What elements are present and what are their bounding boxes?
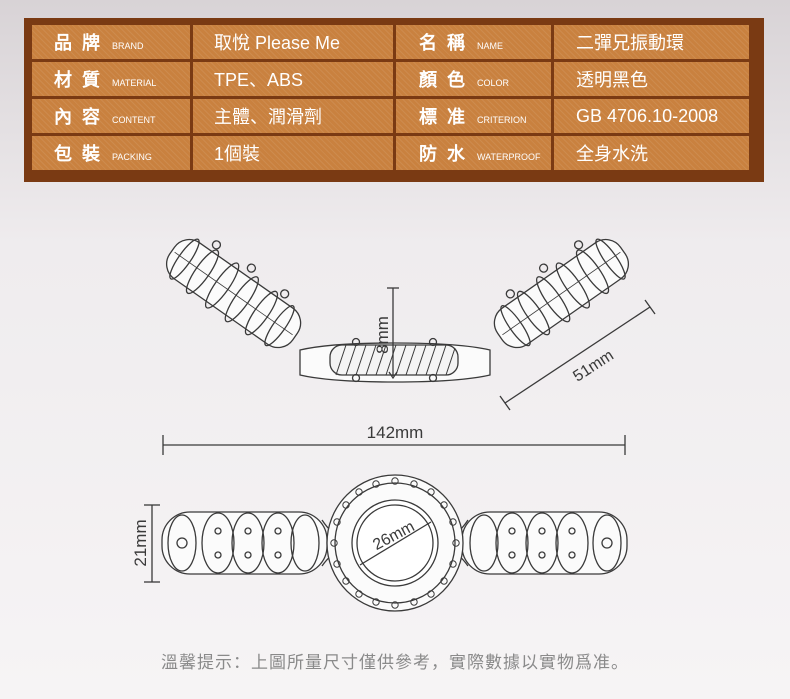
- side-view: 8mm 51mm: [165, 238, 656, 411]
- dim-height-label: 21mm: [131, 519, 150, 566]
- spec-value-brand: 取悅 Please Me: [193, 25, 393, 59]
- spec-value-criterion: GB 4706.10-2008: [554, 99, 749, 133]
- spec-value-packing: 1個裝: [193, 136, 393, 170]
- spec-value-content: 主體、潤滑劑: [193, 99, 393, 133]
- ring-bumps: [330, 477, 460, 609]
- dim-arm-length-label: 51mm: [570, 347, 617, 385]
- dim-total-length-label: 142mm: [367, 423, 424, 442]
- size-tip-text: 溫馨提示：上圖所量尺寸僅供參考，實際數據以實物爲准。: [161, 653, 629, 672]
- spec-value-color: 透明黑色: [554, 62, 749, 96]
- spec-value-waterproof: 全身水洗: [554, 136, 749, 170]
- top-view: 26mm 21mm: [131, 474, 628, 612]
- dim-total-length: 142mm: [162, 423, 626, 455]
- spec-value-name: 二彈兄振動環: [554, 25, 749, 59]
- dim-thickness-label: 8mm: [373, 316, 392, 354]
- spec-value-material: TPE、ABS: [193, 62, 393, 96]
- product-dimension-drawing: 8mm 51mm 142mm: [131, 238, 656, 612]
